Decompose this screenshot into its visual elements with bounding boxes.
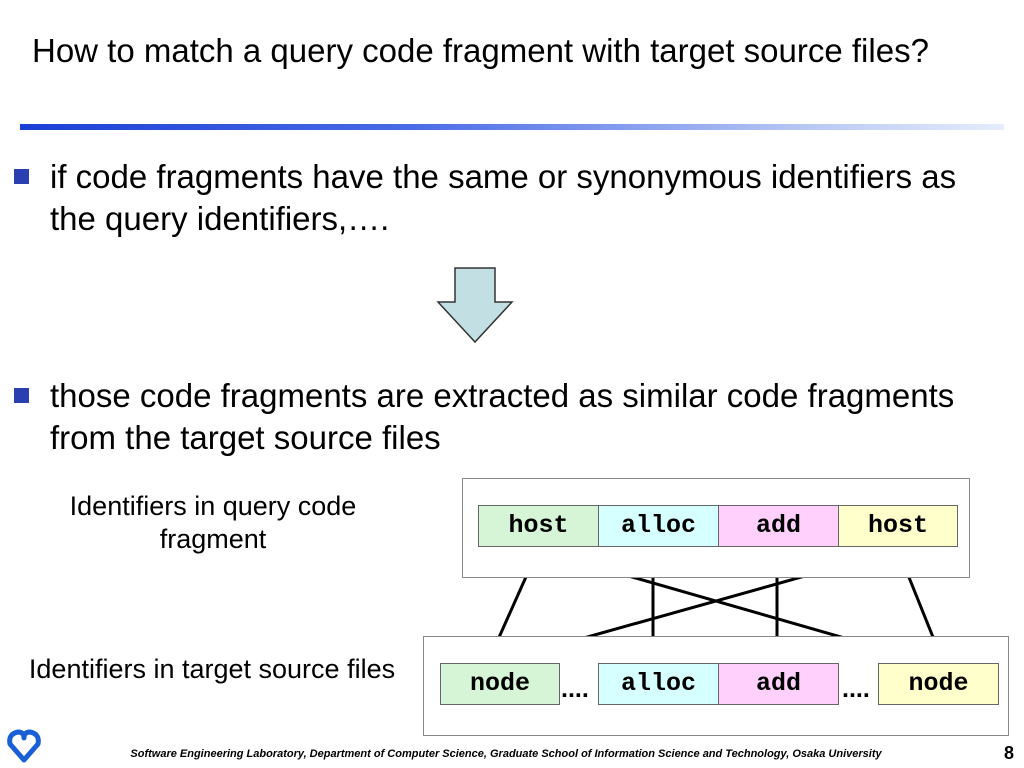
page-number: 8: [1003, 743, 1014, 763]
bullet-text-1: if code fragments have the same or synon…: [50, 158, 957, 237]
ellipsis: ....: [561, 675, 589, 703]
query-token: host: [838, 505, 958, 547]
query-caption: Identifiers in query code fragment: [69, 491, 357, 554]
title-underline: [20, 124, 1004, 130]
query-token: add: [718, 505, 839, 547]
bullet-item-1: if code fragments have the same or synon…: [14, 156, 1004, 240]
query-token: host: [478, 505, 599, 547]
bullet-square-icon: [14, 169, 29, 184]
query-token: alloc: [598, 505, 719, 547]
bullet-item-2: those code fragments are extracted as si…: [14, 375, 1004, 459]
target-caption: Identifiers in target source files: [28, 654, 396, 684]
target-token: add: [718, 663, 839, 705]
ellipsis: ....: [842, 675, 870, 703]
slide-title: How to match a query code fragment with …: [32, 32, 929, 69]
down-arrow-icon: [436, 267, 514, 344]
bullet-text-2: those code fragments are extracted as si…: [50, 377, 955, 456]
footer-text: Software Engineering Laboratory, Departm…: [130, 748, 882, 760]
target-token: node: [878, 663, 999, 705]
university-logo-icon: [7, 729, 41, 763]
bullet-square-icon: [14, 388, 29, 403]
target-token: alloc: [598, 663, 719, 705]
target-token: node: [440, 663, 560, 705]
